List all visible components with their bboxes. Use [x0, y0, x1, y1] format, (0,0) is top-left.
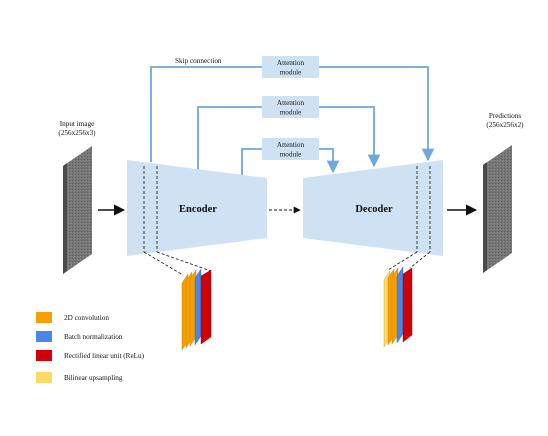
prediction-image — [483, 145, 512, 273]
encoder-zoom-lines — [143, 251, 212, 276]
legend-label-batchnorm: Batch normalization — [64, 333, 123, 341]
legend-swatch-batchnorm — [36, 331, 52, 342]
attention-module-3: Attention module — [262, 138, 319, 160]
encoder-relu-layer — [200, 269, 212, 345]
attention-module-2: Attention module — [262, 96, 319, 118]
skip-connection-label: Skip connection — [175, 57, 222, 65]
input-image — [63, 146, 92, 274]
skip-connection-outer-out — [319, 66, 435, 162]
skip-connections — [150, 66, 435, 178]
legend-swatch-conv — [36, 312, 52, 323]
encoder-layer-stack — [181, 268, 212, 351]
encoder-block — [127, 160, 267, 256]
attention-module-3-line1: Attention — [277, 141, 305, 149]
prediction-image-edge — [483, 162, 487, 273]
attention-module-2-line2: module — [280, 109, 302, 117]
decoder-zoom-lines — [387, 251, 431, 271]
attention-module-1-line2: module — [280, 69, 302, 77]
encoder-label: Encoder — [179, 204, 217, 215]
skip-connection-middle-out — [319, 106, 381, 168]
legend-label-conv: 2D convolution — [64, 314, 109, 322]
legend: 2D convolution Batch normalization Recti… — [36, 312, 145, 383]
attention-module-3-line2: module — [280, 151, 302, 159]
attention-module-1-line1: Attention — [277, 59, 305, 67]
legend-swatch-upsampling — [36, 372, 52, 383]
decoder-label: Decoder — [355, 204, 393, 215]
prediction-title: Predictions — [489, 112, 522, 120]
legend-label-upsampling: Bilinear upsampling — [64, 374, 123, 382]
input-image-title: Input image — [60, 120, 95, 128]
decoder-block — [303, 160, 443, 256]
skip-connection-outer — [150, 66, 262, 162]
legend-label-relu: Rectified linear unit (ReLu) — [64, 352, 145, 360]
skip-connection-middle — [197, 106, 262, 170]
encoder-layer-markers — [143, 166, 158, 252]
decoder-layer-markers — [416, 166, 431, 252]
encoder-batchnorm-layer — [194, 268, 202, 346]
decoder-layer-stack — [383, 266, 413, 348]
attention-module-2-line1: Attention — [277, 99, 305, 107]
legend-swatch-relu — [36, 350, 52, 361]
decoder-batchnorm-layer — [396, 266, 404, 344]
attention-module-1: Attention module — [262, 56, 319, 78]
input-image-edge — [63, 163, 67, 274]
decoder-relu-layer — [402, 267, 413, 343]
skip-connection-inner — [241, 148, 262, 178]
prediction-size: (256x256x2) — [486, 121, 524, 129]
skip-connection-inner-out — [319, 148, 340, 174]
input-image-size: (256x256x3) — [58, 129, 96, 137]
